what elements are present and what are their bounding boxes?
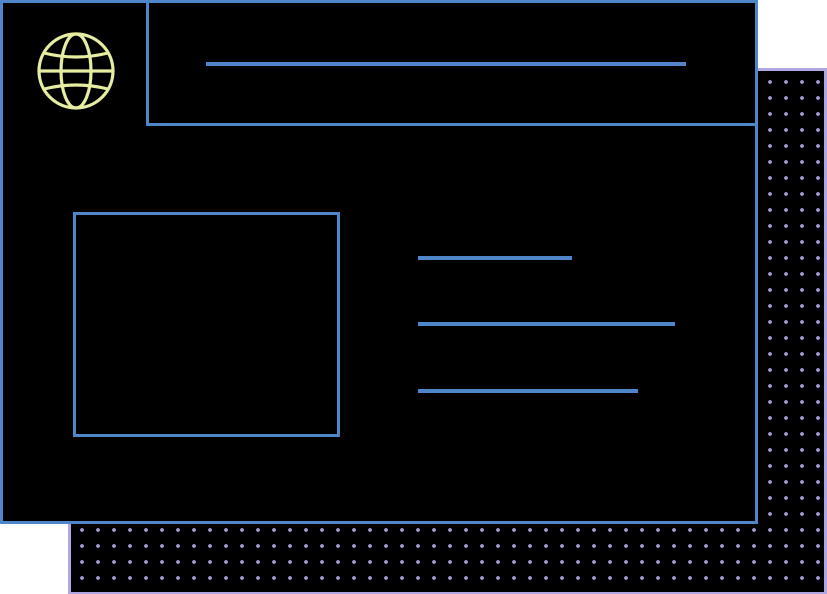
browser-window — [0, 0, 758, 524]
text-placeholder-line — [418, 389, 638, 393]
address-bar — [146, 0, 755, 126]
text-placeholder-line — [418, 256, 572, 260]
image-placeholder — [73, 212, 340, 437]
globe-icon — [34, 29, 118, 113]
text-placeholder-line — [418, 322, 675, 326]
address-bar-placeholder-line — [206, 62, 686, 66]
